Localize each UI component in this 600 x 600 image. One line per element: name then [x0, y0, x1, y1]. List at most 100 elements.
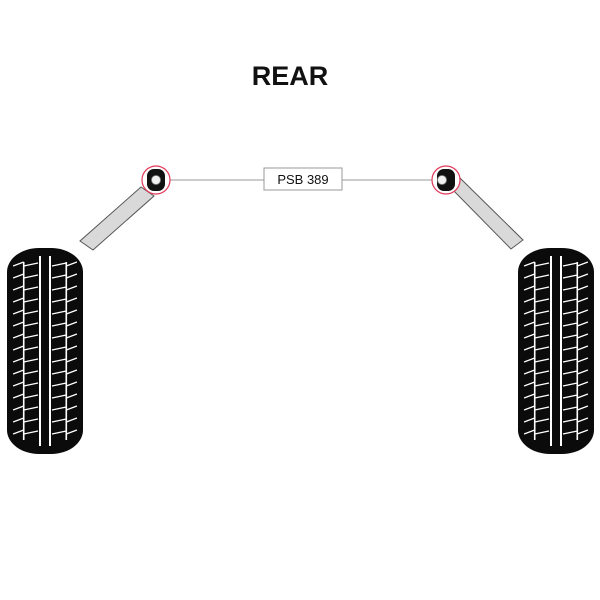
tyre-sipe [23, 358, 39, 363]
tyre-sipe [12, 381, 24, 387]
tyre-sipe [523, 285, 535, 291]
tyre-sipe [523, 405, 535, 411]
tyre-sipe [51, 382, 67, 387]
tyre-sipe [12, 417, 24, 423]
tyre-sipe [523, 345, 535, 351]
tyre-sipe [12, 429, 24, 435]
tyre-sipe [562, 334, 578, 339]
tyre-sipe [66, 381, 78, 387]
left-trailing-arm [79, 186, 155, 251]
tyre-sipe [523, 309, 535, 315]
tyre-sipe [577, 381, 589, 387]
tyre-sipe [562, 298, 578, 303]
tyre-sipe [23, 334, 39, 339]
tyre-sipe [534, 406, 550, 411]
tyre-sipe [523, 381, 535, 387]
tyre-sipe [577, 393, 589, 399]
tyre-sipe [23, 274, 39, 279]
tyre-sipe [534, 298, 550, 303]
tyre-sipe [66, 369, 78, 375]
tyre-sipe [562, 418, 578, 423]
tyre-sipe [523, 321, 535, 327]
tyre-sipe [51, 298, 67, 303]
tyre-sipe [534, 346, 550, 351]
tyre-sipe [577, 357, 589, 363]
tyre-sipe [523, 297, 535, 303]
part-label: PSB 389 [277, 172, 328, 187]
tyre-sipe [66, 273, 78, 279]
tyre-sipe [562, 310, 578, 315]
tyre-sipe [534, 430, 550, 435]
tyre-sipe [12, 309, 24, 315]
tyre-sipe [51, 334, 67, 339]
tyre-sipe [51, 310, 67, 315]
tyre-body [7, 248, 83, 454]
tyre-sipe [23, 418, 39, 423]
tyre-sipe [51, 370, 67, 375]
tyre-sipe [577, 369, 589, 375]
tyre-sipe [534, 262, 550, 267]
tyre-sipe [523, 333, 535, 339]
right-trailing-arm [447, 177, 524, 250]
tyre-sipe [534, 370, 550, 375]
tyre-sipe [534, 394, 550, 399]
tyre-sipe [562, 370, 578, 375]
tyre-sipe [562, 358, 578, 363]
tyre-sipe [534, 274, 550, 279]
tyre-sipe [534, 418, 550, 423]
tyre-sipe [12, 285, 24, 291]
tyre-sipe [534, 286, 550, 291]
tyre-sipe [562, 274, 578, 279]
tyre-sipe [66, 321, 78, 327]
tyre-sipe [66, 297, 78, 303]
tyre-sipe [12, 357, 24, 363]
tyre-sipe [12, 297, 24, 303]
tyre-sipe [51, 358, 67, 363]
tyre-sipe [66, 357, 78, 363]
tyre-sipe [51, 262, 67, 267]
tyre-sipe [23, 406, 39, 411]
tyre-sipe [523, 417, 535, 423]
tyre-sipe [23, 262, 39, 267]
tyre-sipe [562, 430, 578, 435]
tyre-sipe [12, 321, 24, 327]
tyre-sipe [562, 394, 578, 399]
tyre-sipe [23, 394, 39, 399]
tyre-sipe [523, 357, 535, 363]
tyre-sipe [66, 261, 78, 267]
tyre-sipe [51, 418, 67, 423]
tyre-sipe [523, 369, 535, 375]
tyre-sipe [577, 309, 589, 315]
tyre-sipe [23, 382, 39, 387]
tyre-sipe [51, 274, 67, 279]
tyre-sipe [534, 322, 550, 327]
left-wheel [7, 248, 83, 454]
tyre-sipe [562, 406, 578, 411]
tyre-sipe [23, 286, 39, 291]
tyre-sipe [51, 346, 67, 351]
tyre-sipe [66, 333, 78, 339]
tyre-sipe [23, 322, 39, 327]
tyre-sipe [534, 310, 550, 315]
tyre-sipe [23, 346, 39, 351]
tyre-sipe [577, 297, 589, 303]
tyre-sipe [51, 430, 67, 435]
tyre-sipe [66, 393, 78, 399]
tyre-sipe [66, 285, 78, 291]
tyre-sipe [51, 406, 67, 411]
tyre-sipe [577, 261, 589, 267]
tyre-sipe [51, 286, 67, 291]
tyre-sipe [66, 429, 78, 435]
tyre-sipe [562, 286, 578, 291]
tyre-sipe [577, 417, 589, 423]
tyre-sipe [12, 273, 24, 279]
tyre-sipe [12, 393, 24, 399]
tyre-sipe [534, 358, 550, 363]
tyre-sipe [51, 394, 67, 399]
tyre-sipe [12, 369, 24, 375]
tyre-sipe [66, 405, 78, 411]
tyre-sipe [23, 370, 39, 375]
tyre-sipe [51, 322, 67, 327]
tyre-sipe [66, 417, 78, 423]
